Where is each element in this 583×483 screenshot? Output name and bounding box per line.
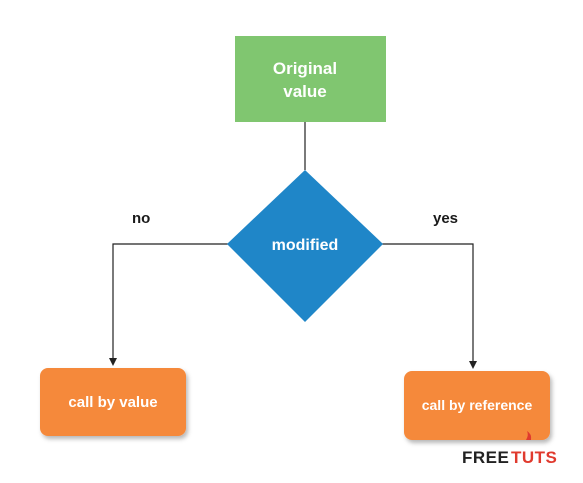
logo-flame-icon	[526, 431, 532, 440]
call-by-reference-label: call by reference	[422, 397, 533, 413]
decision-diamond	[227, 170, 383, 322]
call-by-reference-box	[404, 371, 550, 440]
call-by-reference-node: call by reference	[404, 371, 550, 440]
start-node-box	[235, 36, 386, 122]
call-by-value-label: call by value	[68, 394, 157, 411]
start-node-label-line2: value	[283, 82, 326, 101]
connector-no-branch	[109, 243, 228, 366]
call-by-value-node: call by value	[40, 368, 186, 436]
connectors	[109, 122, 477, 369]
start-node-label-line1: Original	[273, 59, 337, 78]
call-by-value-box	[40, 368, 186, 436]
decision-node: modified	[227, 170, 383, 322]
no-label: no	[132, 210, 150, 227]
logo-text-free: FREE	[462, 448, 509, 467]
logo-text-tuts: TUTS	[511, 448, 557, 467]
connector-yes-branch	[382, 243, 477, 369]
decision-label: modified	[272, 237, 339, 254]
yes-label: yes	[433, 210, 458, 227]
freetuts-logo: FREE TUTS	[462, 431, 557, 467]
start-node: Original value	[235, 36, 386, 122]
